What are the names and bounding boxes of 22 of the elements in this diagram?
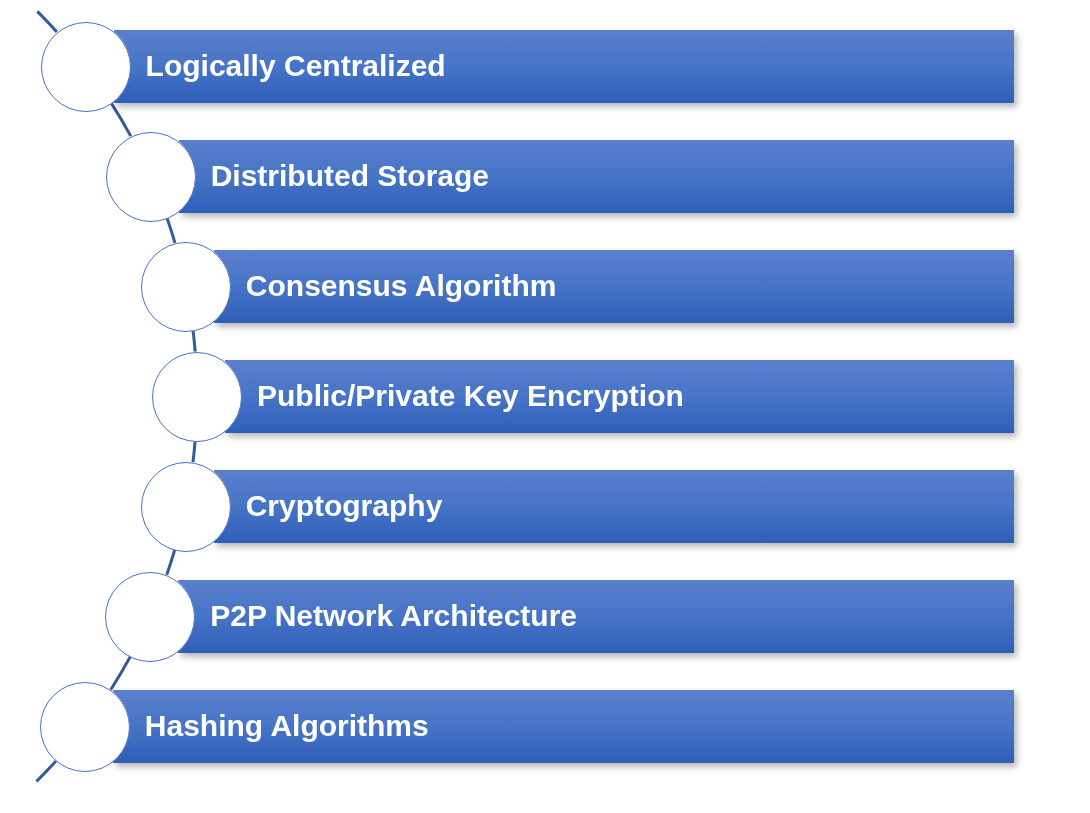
- curved-line: [35, 760, 58, 783]
- list-bar: [225, 360, 1014, 433]
- item-text: Cryptography: [245, 489, 443, 524]
- item-text: Consensus Algorithm: [245, 269, 557, 304]
- item-text: Hashing Algorithms: [144, 709, 429, 744]
- curved-line: [165, 217, 177, 244]
- item-text: P2P Network Architecture: [210, 599, 577, 634]
- item-text: Public/Private Key Encryption: [257, 379, 684, 414]
- curved-line: [109, 656, 132, 691]
- list-bar: [113, 30, 1014, 103]
- curved-line: [191, 441, 197, 463]
- item-text: Distributed Storage: [210, 159, 490, 194]
- curved-line: [191, 330, 197, 352]
- curved-line: [165, 549, 177, 576]
- curved-line: [36, 10, 58, 33]
- list-bar: [112, 690, 1014, 763]
- list-bar: [213, 470, 1014, 543]
- list-bar: [213, 250, 1014, 323]
- list-bar: [178, 140, 1014, 213]
- curved-line: [110, 102, 133, 137]
- item-text: Logically Centralized: [145, 49, 446, 84]
- list-bar: [178, 580, 1014, 653]
